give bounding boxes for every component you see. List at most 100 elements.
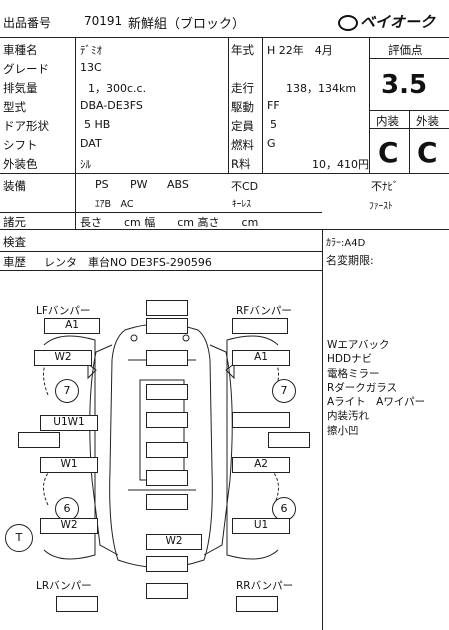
model-value: ﾃﾞﾐｵ bbox=[80, 44, 102, 57]
note-item: Aライト Aワイパー bbox=[327, 396, 426, 409]
shift-value: DAT bbox=[80, 137, 102, 150]
equip-abs: ABS bbox=[167, 178, 189, 191]
year-label: 年式 bbox=[231, 43, 254, 57]
rule-spec bbox=[0, 212, 322, 213]
grade-value: 13C bbox=[80, 61, 102, 74]
exterior-label: 外装 bbox=[416, 114, 439, 128]
year-value: H 22年 4月 bbox=[267, 44, 333, 57]
equip-first: ﾌｧｰｽﾄ bbox=[369, 201, 393, 212]
left-fender-box: W2 bbox=[34, 350, 92, 366]
model-label: 車種名 bbox=[3, 43, 38, 57]
rule-top bbox=[0, 37, 449, 38]
note-item: 電格ミラー bbox=[327, 367, 380, 380]
spare-tire: T bbox=[5, 524, 33, 552]
equip-navi: 不ﾅﾋﾞ bbox=[371, 180, 399, 193]
equip-ac: ｴｱB AC bbox=[95, 199, 134, 210]
notes-list: Wエアバック HDDナビ 電格ミラー Rダークガラス Aライト Aワイパー 内装… bbox=[327, 338, 425, 438]
rear-panel-box bbox=[146, 556, 188, 572]
lf-bumper-box: A1 bbox=[44, 318, 100, 334]
dimensions: 長さ cm 幅 cm 高さ cm bbox=[80, 216, 259, 229]
front-box-1 bbox=[146, 300, 188, 316]
rear-bumper-center-box: W2 bbox=[146, 534, 202, 550]
doors-label: ドア形状 bbox=[3, 119, 49, 133]
rf-bumper-label: RFバンパー bbox=[236, 305, 292, 317]
type-value: DBA-DE3FS bbox=[80, 99, 143, 112]
right-quarter-box: U1 bbox=[232, 518, 290, 534]
tax-value: 10，410円 bbox=[312, 158, 369, 171]
displacement-value: 1，300c.c. bbox=[88, 82, 147, 95]
auction-title: 新鮮組（ブロック） bbox=[128, 17, 246, 32]
rr-bumper-label: RRバンパー bbox=[236, 580, 294, 592]
equip-ps: PS bbox=[95, 178, 109, 191]
rating-score: 3.5 bbox=[381, 70, 428, 100]
rule-label-col bbox=[75, 37, 76, 230]
hood-box bbox=[146, 350, 188, 366]
rule-notes-col bbox=[322, 229, 323, 630]
right-step-box bbox=[268, 432, 310, 448]
drive-label: 駆動 bbox=[231, 100, 254, 114]
windshield-box bbox=[146, 384, 188, 400]
type-label: 型式 bbox=[3, 100, 26, 114]
rf-bumper-box bbox=[232, 318, 288, 334]
tax-label: R料 bbox=[231, 157, 251, 171]
capacity-label: 定員 bbox=[231, 119, 254, 133]
equip-cd: 不CD bbox=[231, 180, 259, 193]
interior-grade: C bbox=[378, 136, 399, 169]
color-code: ｶﾗｰ:A4D bbox=[326, 238, 366, 249]
shift-label: シフト bbox=[3, 138, 38, 152]
mileage-label: 走行 bbox=[231, 81, 254, 95]
rule-rating-col bbox=[369, 37, 370, 173]
rear-box-2 bbox=[146, 583, 188, 599]
equip-pw: PW bbox=[130, 178, 148, 191]
rule-inspect bbox=[0, 229, 449, 230]
rule-mid-col2 bbox=[262, 37, 263, 173]
front-box-2 bbox=[146, 318, 188, 334]
color-label: 外装色 bbox=[3, 157, 38, 171]
rule-diagram bbox=[0, 270, 322, 271]
fuel-label: 燃料 bbox=[231, 138, 254, 152]
mileage-value: 138，134km bbox=[286, 82, 357, 95]
exterior-grade: C bbox=[417, 136, 438, 169]
rule-history bbox=[0, 251, 322, 252]
history-label: 車歴 bbox=[3, 255, 26, 269]
name-change: 名変期限: bbox=[326, 254, 374, 267]
grade-label: グレード bbox=[3, 62, 49, 76]
lf-bumper-label: LFバンパー bbox=[36, 305, 91, 317]
roof-box-2 bbox=[146, 442, 188, 458]
note-item: 擦小凹 bbox=[327, 424, 359, 437]
left-quarter-box: W2 bbox=[40, 518, 98, 534]
rr-bumper-box bbox=[236, 596, 278, 612]
displacement-label: 排気量 bbox=[3, 81, 38, 95]
left-front-tire: 7 bbox=[55, 379, 79, 403]
inspection-label: 検査 bbox=[3, 235, 26, 249]
interior-label: 内装 bbox=[376, 114, 399, 128]
note-item: Wエアバック bbox=[327, 339, 390, 351]
doors-value: 5 HB bbox=[84, 118, 111, 131]
lr-bumper-label: LRバンパー bbox=[36, 580, 92, 592]
rear-glass-box bbox=[146, 470, 188, 486]
equip-keyless: ｷｰﾚｽ bbox=[232, 199, 252, 210]
capacity-value: 5 bbox=[270, 118, 277, 131]
fuel-value: G bbox=[267, 137, 276, 150]
left-rear-door-box: W1 bbox=[40, 457, 98, 473]
color-value: ｼﾙ bbox=[80, 158, 91, 171]
rating-label: 評価点 bbox=[388, 43, 423, 57]
trunk-box bbox=[146, 494, 188, 510]
rule-equip bbox=[0, 173, 449, 174]
right-fender-box: A1 bbox=[232, 350, 290, 366]
left-front-door-box: U1W1 bbox=[40, 415, 98, 431]
brand-logo: ベイオーク bbox=[338, 11, 435, 32]
rule-rating-split bbox=[409, 110, 410, 173]
history-value: レンタ 車台NO DE3FS-290596 bbox=[44, 256, 212, 269]
rule-mid-col bbox=[228, 37, 229, 173]
right-rear-door-box: A2 bbox=[232, 457, 290, 473]
right-front-door-box bbox=[232, 412, 290, 428]
note-item: Rダークガラス bbox=[327, 381, 398, 394]
rule-rating-head bbox=[369, 58, 449, 59]
lot-label: 出品番号 bbox=[3, 16, 52, 30]
equipment-label: 装備 bbox=[3, 179, 26, 193]
note-item: 内装汚れ bbox=[327, 410, 369, 423]
lot-number: 70191 bbox=[84, 14, 123, 28]
left-step-box bbox=[18, 432, 60, 448]
lr-bumper-box bbox=[56, 596, 98, 612]
